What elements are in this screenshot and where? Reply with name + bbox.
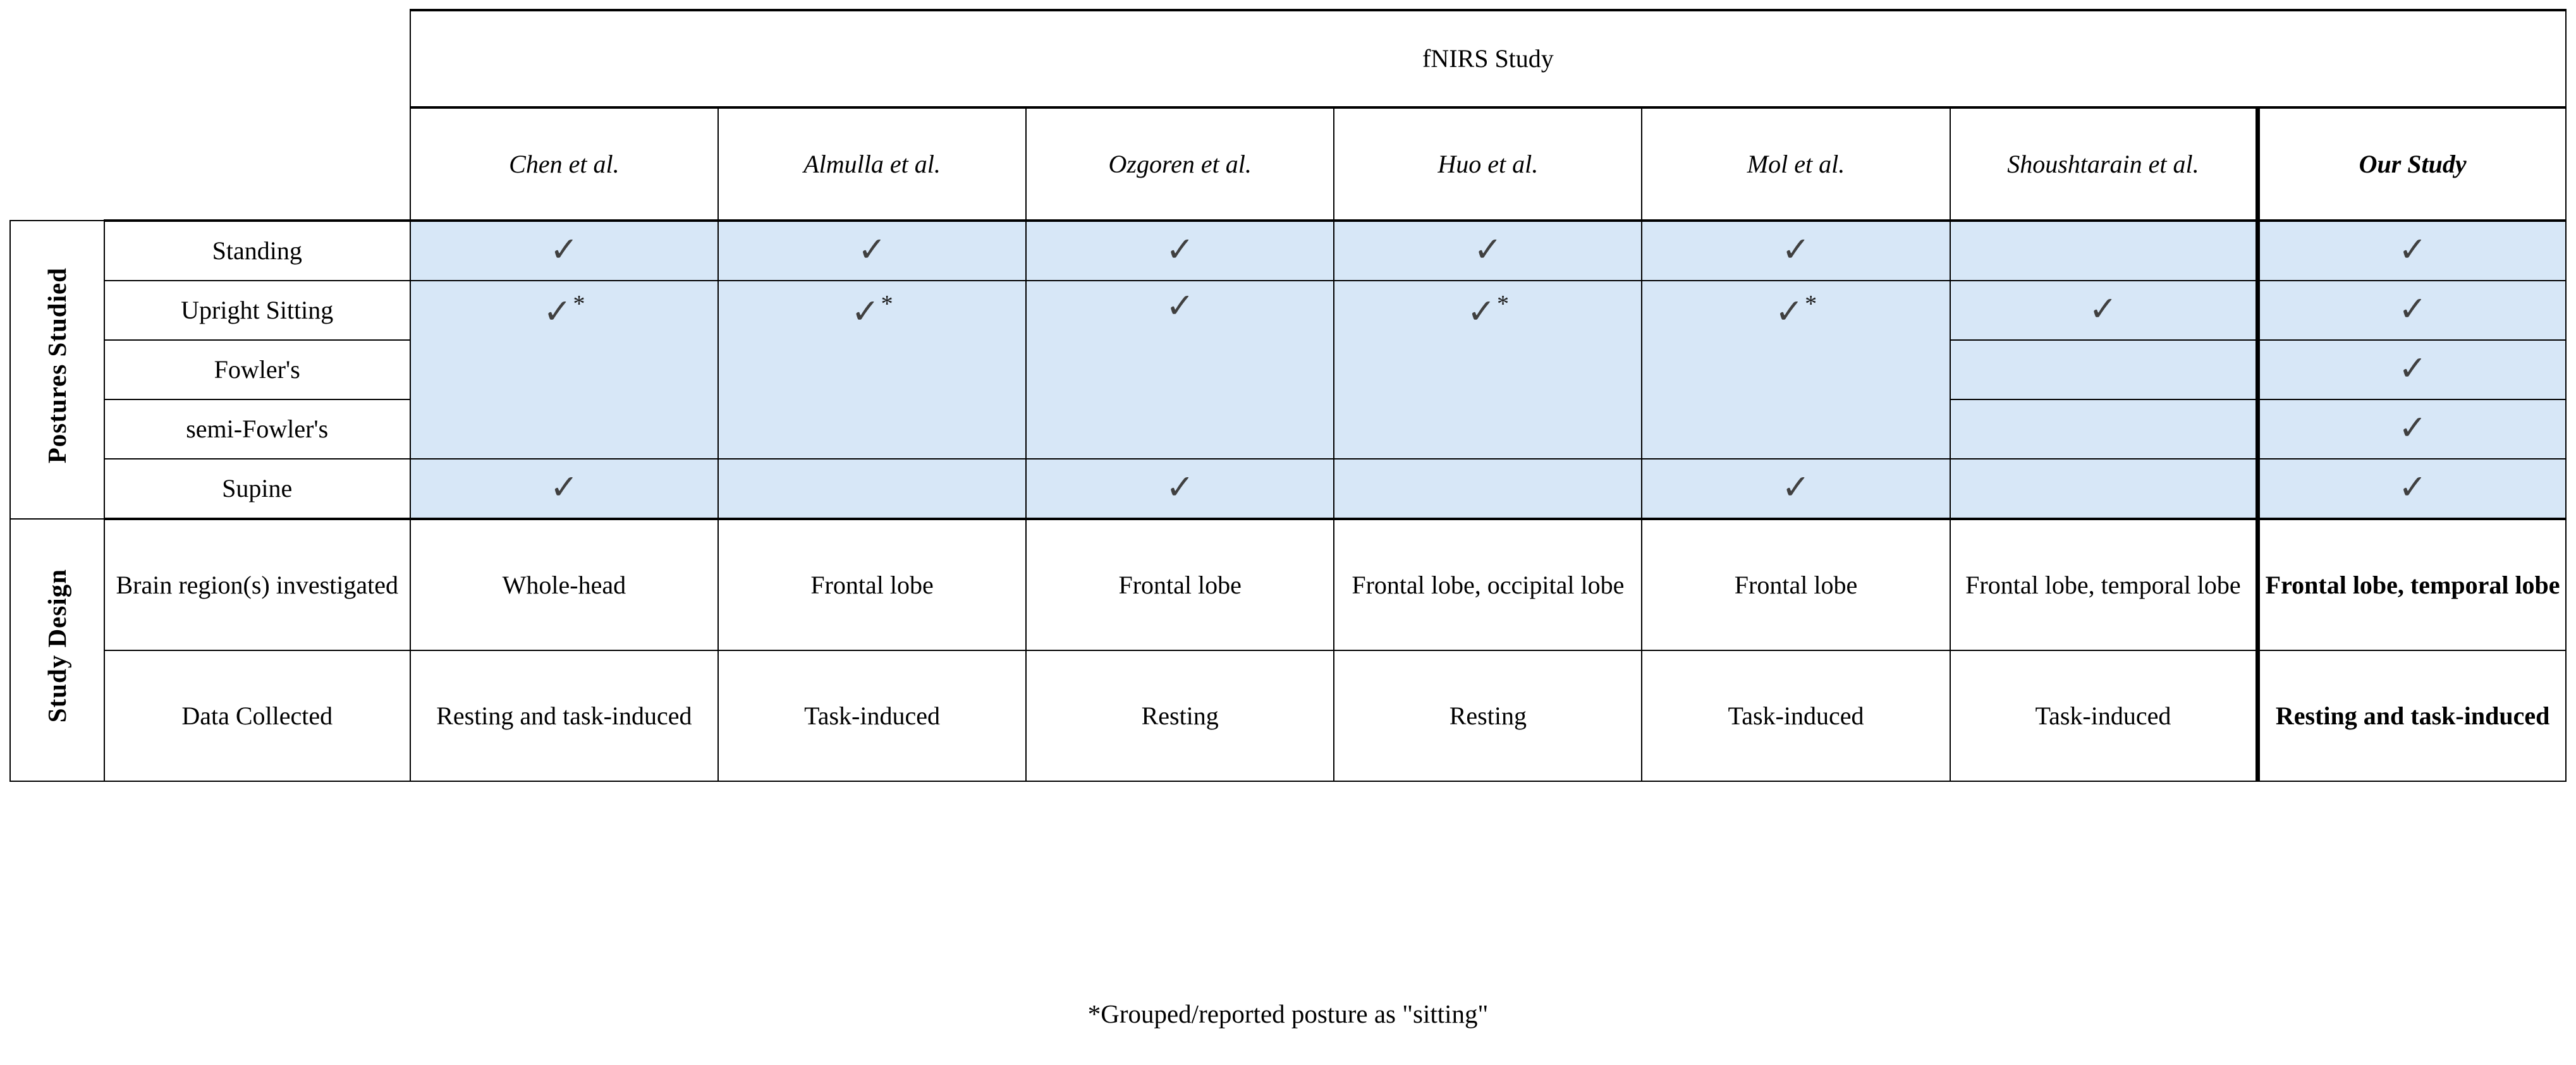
row-label-data-collected: Data Collected (103, 650, 411, 782)
cell-standing-chen: ✓ (409, 219, 719, 281)
cell-data-collected-ozgoren: Resting (1025, 650, 1335, 782)
asterisk-marker: * (573, 291, 585, 317)
cell-standing-ozgoren: ✓ (1025, 219, 1335, 281)
check-icon: ✓ (2398, 409, 2427, 447)
cell-upright-sitting-chen: ✓* (409, 280, 719, 459)
comparison-table: fNIRS Study Chen et al. Almulla et al. O… (9, 9, 2567, 782)
cell-data-collected-shoushtarain: Task-induced (1949, 650, 2259, 782)
cell-data-collected-our-study: Resting and task-induced (2256, 650, 2567, 782)
cell-supine-ozgoren: ✓ (1025, 458, 1335, 520)
table-row-fowlers: Fowler's ✓ (10, 339, 2567, 400)
asterisk-marker: * (1496, 291, 1509, 317)
table-row-upright-sitting: Upright Sitting ✓* ✓* ✓ ✓* ✓* ✓ ✓ (10, 280, 2567, 459)
cell-supine-almulla (717, 458, 1027, 520)
check-icon: ✓ (1774, 293, 1804, 331)
row-label-semi-fowlers: semi-Fowler's (103, 399, 411, 459)
check-icon: ✓ (2398, 290, 2427, 328)
group-header-fnirs-study: fNIRS Study (409, 9, 2567, 109)
cell-upright-sitting-huo: ✓* (1333, 280, 1643, 459)
cell-data-collected-huo: Resting (1333, 650, 1643, 782)
column-header-almulla: Almulla et al. (717, 107, 1027, 222)
cell-supine-mol: ✓ (1641, 458, 1951, 520)
corner-blank-rot-2 (10, 107, 104, 221)
column-header-mol: Mol et al. (1641, 107, 1951, 222)
cell-brain-region-our-study: Frontal lobe, temporal lobe (2256, 518, 2567, 651)
cell-semi-fowlers-shoushtarain (1949, 399, 2259, 459)
cell-data-collected-almulla: Task-induced (717, 650, 1027, 782)
check-icon: ✓ (549, 468, 578, 506)
section-label-study-design-text: Study Design (42, 569, 71, 723)
check-icon: ✓ (1166, 231, 1195, 269)
check-icon: ✓ (549, 231, 578, 269)
cell-brain-region-ozgoren: Frontal lobe (1025, 518, 1335, 651)
cell-brain-region-chen: Whole-head (409, 518, 719, 651)
cell-fowlers-shoushtarain (1949, 339, 2259, 400)
cell-standing-almulla: ✓ (717, 219, 1027, 281)
check-icon: ✓ (2398, 350, 2427, 387)
cell-upright-sitting-ozgoren: ✓ (1025, 280, 1335, 459)
check-icon: ✓ (1166, 468, 1195, 506)
cell-standing-our-study: ✓ (2256, 219, 2567, 281)
check-icon: ✓ (2398, 231, 2427, 269)
corner-blank-label (104, 10, 410, 107)
row-label-supine: Supine (103, 458, 411, 520)
corner-blank-rot (10, 10, 104, 107)
check-icon: ✓ (2089, 290, 2118, 328)
corner-blank-label-2 (104, 107, 410, 221)
row-label-upright-sitting: Upright Sitting (103, 280, 411, 341)
table-row-data-collected: Data Collected Resting and task-induced … (10, 650, 2567, 782)
cell-brain-region-almulla: Frontal lobe (717, 518, 1027, 651)
check-icon: ✓ (857, 231, 887, 269)
check-icon: ✓ (1781, 231, 1810, 269)
check-icon: ✓ (851, 293, 880, 331)
column-header-shoushtarain: Shoushtarain et al. (1949, 107, 2259, 222)
column-header-huo: Huo et al. (1333, 107, 1643, 222)
cell-brain-region-mol: Frontal lobe (1641, 518, 1951, 651)
row-label-fowlers: Fowler's (103, 339, 411, 400)
cell-data-collected-chen: Resting and task-induced (409, 650, 719, 782)
cell-supine-our-study: ✓ (2256, 458, 2567, 520)
footnote: *Grouped/reported posture as "sitting" (1087, 999, 1489, 1028)
cell-brain-region-shoushtarain: Frontal lobe, temporal lobe (1949, 518, 2259, 651)
check-icon: ✓ (2398, 468, 2427, 506)
check-icon: ✓ (543, 293, 572, 331)
cell-upright-sitting-almulla: ✓* (717, 280, 1027, 459)
cell-supine-shoushtarain (1949, 458, 2259, 520)
section-label-study-design: Study Design (9, 518, 105, 782)
check-icon: ✓ (1474, 231, 1503, 269)
cell-supine-chen: ✓ (409, 458, 719, 520)
section-label-postures-studied: Postures Studied (9, 220, 105, 520)
cell-data-collected-mol: Task-induced (1641, 650, 1951, 782)
row-label-standing: Standing (103, 219, 411, 281)
check-icon: ✓ (1467, 293, 1496, 331)
cell-upright-sitting-mol: ✓* (1641, 280, 1951, 459)
table-row-supine: Supine ✓ ✓ ✓ ✓ (10, 458, 2567, 520)
cell-supine-huo (1333, 458, 1643, 520)
cell-upright-sitting-shoushtarain: ✓ (1949, 280, 2259, 341)
cell-fowlers-our-study: ✓ (2256, 339, 2567, 400)
check-icon: ✓ (1166, 287, 1195, 325)
table-row-standing: Postures Studied Standing ✓ ✓ ✓ ✓ ✓ ✓ (9, 219, 2567, 520)
table-row-semi-fowlers: semi-Fowler's ✓ (10, 399, 2567, 459)
group-header-row: fNIRS Study (10, 9, 2567, 109)
section-label-postures-studied-text: Postures Studied (42, 267, 71, 464)
cell-standing-mol: ✓ (1641, 219, 1951, 281)
study-header-row: Chen et al. Almulla et al. Ozgoren et al… (10, 107, 2567, 222)
cell-standing-huo: ✓ (1333, 219, 1643, 281)
column-header-our-study: Our Study (2256, 107, 2567, 222)
cell-standing-shoushtarain (1949, 219, 2259, 281)
row-label-brain-region: Brain region(s) investigated (103, 518, 411, 651)
cell-brain-region-huo: Frontal lobe, occipital lobe (1333, 518, 1643, 651)
check-icon: ✓ (1781, 468, 1810, 506)
cell-upright-sitting-our-study: ✓ (2256, 280, 2567, 341)
table-row-brain-region: Study Design Brain region(s) investigate… (9, 518, 2567, 782)
column-header-chen: Chen et al. (409, 107, 719, 222)
asterisk-marker: * (881, 291, 893, 317)
asterisk-marker: * (1805, 291, 1817, 317)
cell-semi-fowlers-our-study: ✓ (2256, 399, 2567, 459)
column-header-ozgoren: Ozgoren et al. (1025, 107, 1335, 222)
